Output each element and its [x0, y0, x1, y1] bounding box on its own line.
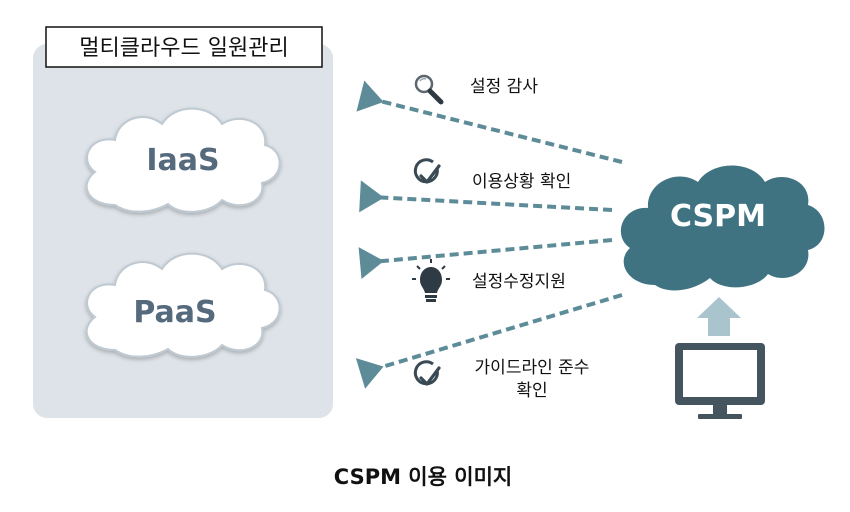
- flow-arrow-usage: [359, 180, 613, 213]
- panel-title-box: [45, 26, 323, 68]
- flow-label-audit: 설정 감사: [470, 77, 538, 97]
- flow-arrow-fix: [358, 238, 613, 280]
- check-circle-icon: [413, 360, 441, 386]
- flow-arrow-audit: [356, 80, 623, 164]
- monitor-icon: [675, 343, 765, 419]
- iaas-cloud: [85, 107, 281, 213]
- check-circle-icon: [413, 158, 441, 184]
- paas-label: PaaS: [133, 295, 216, 330]
- up-arrow: [697, 297, 741, 336]
- cspm-cloud: [620, 165, 825, 291]
- panel-title: 멀티클라우드 일원관리: [79, 36, 288, 61]
- figure-caption: CSPM 이용 이미지: [334, 465, 512, 489]
- flow-label-usage: 이용상황 확인: [472, 172, 571, 192]
- lightbulb-icon: [412, 259, 450, 302]
- flow-label-guideline-line1: 가이드라인 준수: [475, 358, 590, 378]
- flow-arrow-guideline: [355, 293, 623, 389]
- paas-cloud: [85, 252, 281, 358]
- flow-label-guideline-line2: 확인: [516, 381, 547, 401]
- flow-label-fix: 설정수정지원: [472, 272, 566, 292]
- magnifier-icon: [414, 74, 444, 105]
- cspm-label: CSPM: [670, 199, 766, 234]
- multicloud-panel: [33, 44, 333, 418]
- iaas-label: IaaS: [146, 143, 219, 178]
